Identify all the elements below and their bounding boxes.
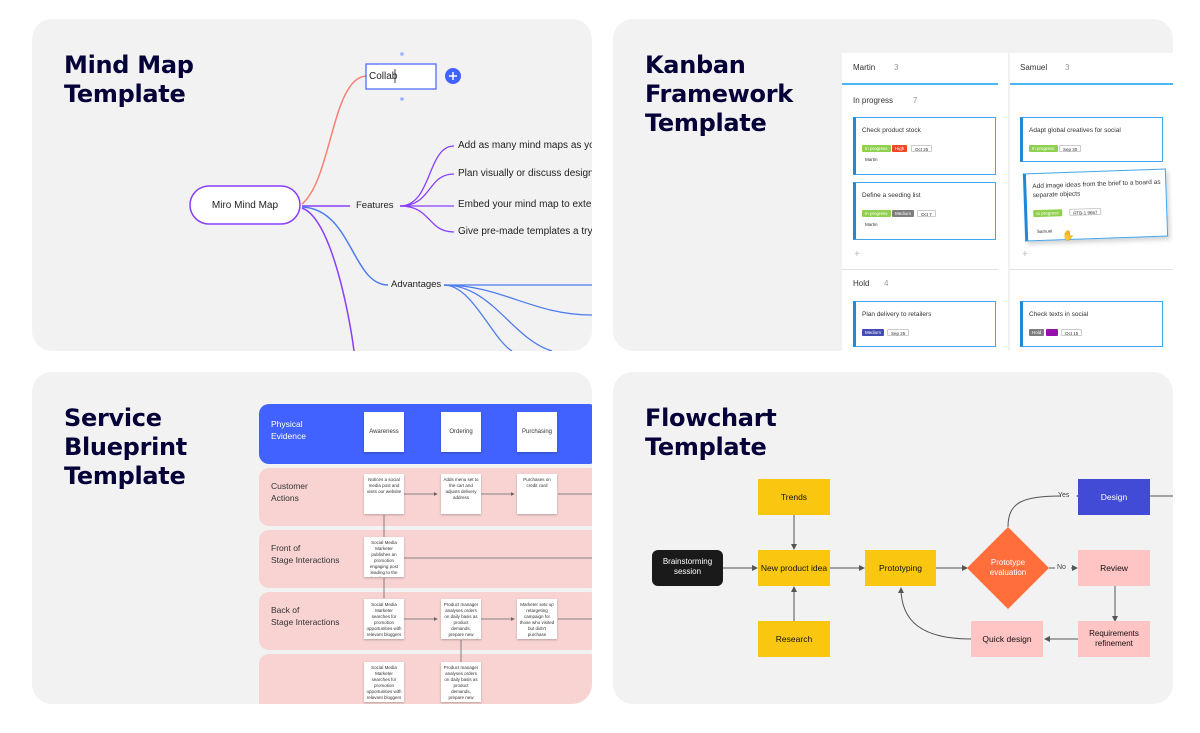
column-count: 3 [1065, 63, 1070, 72]
kanban-card[interactable]: Check texts in social Hold Oct 15 [1020, 301, 1163, 347]
priority-tag: Medium [862, 329, 885, 336]
sticky-note[interactable]: Social Media Marketer searches for promo… [364, 662, 404, 702]
node-prototyping [865, 550, 936, 586]
priority-tag: Medium [892, 210, 915, 217]
node-new-idea [758, 550, 830, 586]
node-quick-design-label[interactable]: Quick design [982, 634, 1032, 644]
sticky-note[interactable]: Social Media Marketer publishes an promo… [364, 537, 404, 577]
kanban-column-martin: Martin 3 In progress 7 Check product sto… [842, 53, 1008, 351]
feature-item[interactable]: Embed your mind map to exter [458, 199, 592, 210]
node-design-label[interactable]: Design [1100, 492, 1128, 502]
status-tag: In progress [862, 210, 891, 217]
branch-advantages [301, 206, 389, 286]
node-review [1078, 550, 1150, 586]
node-research [758, 621, 830, 657]
column-name: Martin [853, 63, 876, 72]
mind-map-canvas [189, 52, 592, 351]
features-label[interactable]: Features [356, 200, 394, 211]
no-label: No [1057, 564, 1066, 571]
sticky-note[interactable]: Awareness [364, 412, 404, 452]
sticky-note[interactable]: Ordering [441, 412, 481, 452]
branch-down [301, 207, 355, 351]
priority-tag: High [892, 145, 908, 152]
flowchart-template-card[interactable]: Flowchart Template Brainstorming session… [613, 372, 1173, 704]
column-name: Samuel [1020, 63, 1048, 72]
kanban-column-samuel: Samuel 3 Adapt global creatives for soci… [1010, 53, 1173, 351]
date-tag: Oct 25 [911, 145, 933, 152]
kanban-card[interactable]: Plan delivery to retailers Medium Sep 25 [853, 301, 996, 347]
sticky-note[interactable]: Product manager analyses orders on daily… [441, 662, 481, 702]
node-design [1078, 479, 1150, 515]
root-node [189, 185, 301, 225]
blueprint-title: Service Blueprint Template [64, 404, 187, 490]
status-tag: In progress [1033, 209, 1062, 218]
node-refinement-label[interactable]: Requirements refinement [1089, 629, 1139, 648]
label-tag [1046, 329, 1058, 336]
kanban-card[interactable]: Check product stock In progress High Oct… [853, 117, 996, 175]
node-quick-design [971, 621, 1043, 657]
yes-label: Yes [1058, 492, 1070, 499]
group-count: 7 [913, 96, 918, 105]
assignee: Samuel [1033, 227, 1056, 236]
mind-map-template-card[interactable]: Mind Map Template Miro Mind Map Collab F… [32, 19, 592, 351]
ticket-tag: RTB-1 9667 [1069, 207, 1102, 216]
lane-front-stage: Front of Stage Interactions [259, 530, 592, 588]
sticky-note[interactable]: Purchases on credit card [517, 474, 557, 514]
sticky-note[interactable]: Purchasing [517, 412, 557, 452]
node-evaluation-label[interactable]: Prototype evaluation [989, 558, 1027, 577]
kanban-title: Kanban Framework Template [645, 51, 793, 137]
kanban-template-card[interactable]: Kanban Framework Template Martin 3 In pr… [613, 19, 1173, 351]
flowchart-canvas [652, 479, 1173, 657]
node-research-label[interactable]: Research [775, 634, 813, 644]
kanban-card[interactable]: Adapt global creatives for social In pro… [1020, 117, 1163, 162]
date-tag: Oct 15 [1061, 329, 1083, 336]
group-name: Hold [853, 279, 870, 288]
node-new-idea-label[interactable]: New product idea [760, 563, 828, 573]
node-brainstorm-label[interactable]: Brainstorming session [662, 557, 713, 576]
node-evaluation [967, 527, 1049, 609]
service-blueprint-template-card[interactable]: Service Blueprint Template Physical Evid… [32, 372, 592, 704]
sticky-note[interactable]: Product manager analyses orders on daily… [441, 599, 481, 639]
sticky-note[interactable]: Social Media Marketer searches for promo… [364, 599, 404, 639]
group-count: 4 [884, 279, 889, 288]
column-count: 3 [894, 63, 899, 72]
node-refinement [1078, 621, 1150, 657]
date-tag: Oct 7 [917, 210, 936, 217]
feature-item[interactable]: Give pre-made templates a try [458, 226, 592, 237]
advantages-label[interactable]: Advantages [391, 279, 442, 290]
blueprint-connectors [383, 492, 592, 662]
add-card-icon[interactable]: + [854, 249, 860, 260]
feature-item[interactable]: Add as many mind maps as you [458, 140, 592, 151]
kanban-card[interactable]: Define a seeding list In progress Medium… [853, 182, 996, 240]
sticky-note[interactable]: Notices a social media post and visits o… [364, 474, 404, 514]
status-tag: In progress [1029, 145, 1058, 152]
group-name: In progress [853, 96, 894, 105]
assignee: Martin [862, 156, 881, 163]
flowchart-title: Flowchart Template [645, 404, 777, 461]
node-brainstorm [652, 550, 723, 586]
kanban-card-dragging[interactable]: Add image ideas from the brief to a boar… [1022, 168, 1169, 243]
feature-item[interactable]: Plan visually or discuss designs [458, 168, 592, 179]
node-prototyping-label[interactable]: Prototyping [879, 563, 922, 573]
add-card-icon[interactable]: + [1022, 249, 1028, 260]
grab-cursor-icon: ✋ [1061, 230, 1075, 243]
node-review-label[interactable]: Review [1100, 563, 1128, 573]
editing-node [365, 63, 437, 90]
sticky-note[interactable]: Adds menu set to the cart and adjusts de… [441, 474, 481, 514]
mind-map-title: Mind Map Template [64, 51, 194, 108]
node-trends-label[interactable]: Trends [780, 492, 808, 502]
status-tag: In progress [862, 145, 891, 152]
lane-extra [259, 654, 592, 704]
collab-node-text[interactable]: Collab [369, 71, 398, 82]
sticky-note[interactable]: Marketer sets up retargeting campaign fo… [517, 599, 557, 639]
assignee: Martin [862, 221, 881, 228]
node-trends [758, 479, 830, 515]
status-tag: Hold [1029, 329, 1045, 336]
date-tag: Sep 25 [887, 329, 910, 336]
branch-collab [301, 75, 368, 205]
root-node-label[interactable]: Miro Mind Map [211, 200, 279, 211]
date-tag: Sep 30 [1059, 145, 1082, 152]
